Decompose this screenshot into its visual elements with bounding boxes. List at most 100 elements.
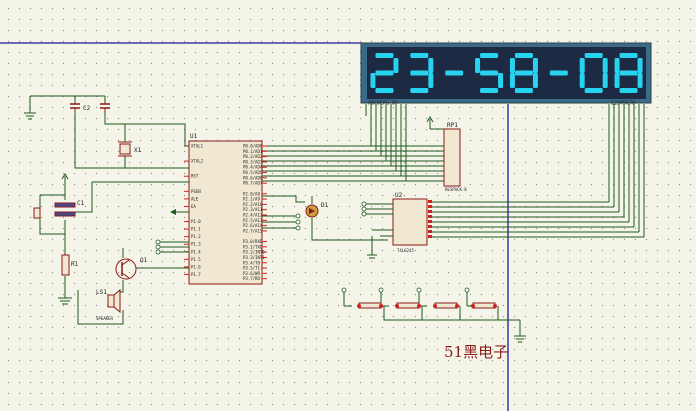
display-segment xyxy=(514,70,533,76)
p2-terminals[interactable] xyxy=(295,213,301,231)
c2-label: C2 xyxy=(83,105,91,112)
u1-pin-label-right: P3.3/INT1 xyxy=(243,255,265,260)
ls1-label: LS1 xyxy=(96,289,107,296)
display-segment xyxy=(410,53,429,58)
q1-label: Q1 xyxy=(140,257,148,264)
display-segment xyxy=(619,70,638,76)
display-segment xyxy=(532,58,538,73)
u1-pin-label-right: P0.1/AD1 xyxy=(243,149,263,154)
rp1-body xyxy=(443,128,461,187)
d1-label: D1 xyxy=(321,202,329,209)
buffer-chip-u2[interactable]: U2 74LS245 xyxy=(392,192,428,253)
u1-pin-label-right: P0.7/AD7 xyxy=(243,181,263,186)
display-digit xyxy=(445,70,464,76)
u1-pin-label-right: P2.5/A13 xyxy=(243,218,263,223)
display-segment xyxy=(370,73,376,88)
resistor-r1[interactable]: R1 xyxy=(61,254,79,276)
speaker-ls1[interactable]: LS1 SPEAKER xyxy=(96,288,121,321)
display-pins-right-label: 12345678 xyxy=(611,101,635,107)
u1-pin-label-right: P3.6/WR xyxy=(243,271,260,276)
u1-pin-label-right: P3.7/RD xyxy=(243,276,260,281)
key-button-1[interactable] xyxy=(357,302,383,309)
display-face xyxy=(367,47,646,99)
display-segment xyxy=(584,88,603,93)
display-segment xyxy=(480,70,499,76)
ls1-part: SPEAKER xyxy=(96,316,113,321)
led-d1[interactable]: D1 xyxy=(305,202,329,218)
u1-pin-label-left: P1.0 xyxy=(191,219,201,224)
display-segment xyxy=(614,58,620,73)
u1-pin-label-left: P1.2 xyxy=(191,234,201,239)
display-segment xyxy=(579,58,585,73)
display-digit xyxy=(614,53,643,93)
display-pins-left-label: ABCDEFG DP xyxy=(368,101,398,107)
u1-pin-label-right: P0.5/AD5 xyxy=(243,170,263,175)
display-segment xyxy=(428,73,434,88)
capacitor-c2[interactable]: C2 xyxy=(70,103,91,112)
display-segment xyxy=(480,53,499,58)
digit-select-wires xyxy=(432,104,645,238)
display-segment xyxy=(475,58,481,73)
display-digit xyxy=(579,53,608,93)
u1-pin-label-right: P2.7/A15 xyxy=(243,228,263,233)
display-digit xyxy=(370,53,399,93)
key-button-4[interactable] xyxy=(471,302,497,309)
u1-pin-label-left: RST xyxy=(191,174,199,179)
display-segment xyxy=(637,73,643,88)
u1-pin-label-right: P0.3/AD3 xyxy=(243,159,263,164)
x1-label: X1 xyxy=(134,147,142,154)
seven-segment-display[interactable]: ABCDEFG DP 12345678 xyxy=(360,42,652,107)
u1-pin-label-left: P1.6 xyxy=(191,264,201,269)
u1-pin-label-right: P0.0/AD0 xyxy=(243,144,263,149)
display-segment xyxy=(375,88,394,93)
capacitor-c1[interactable]: C1 xyxy=(54,200,85,217)
display-segment xyxy=(602,58,608,73)
u2-output-pins xyxy=(428,200,432,238)
display-segment xyxy=(637,58,643,73)
u1-left-pins: XTAL1XTAL2RSTPSENALEEAP1.0P1.1P1.2P1.3P1… xyxy=(184,144,204,277)
display-segment xyxy=(514,88,533,93)
u1-pin-label-right: P2.2/A10 xyxy=(243,202,263,207)
display-segment xyxy=(375,70,394,76)
ground-arrow-icon xyxy=(170,209,176,215)
reset-switch[interactable] xyxy=(33,207,41,219)
u1-pin-label-right: P3.5/T1 xyxy=(243,266,260,271)
key-button-2[interactable] xyxy=(395,302,421,309)
key-button-3[interactable] xyxy=(433,302,459,309)
p1-wires xyxy=(160,211,189,253)
u2-terminals[interactable] xyxy=(361,201,367,217)
u1-pin-label-left: ALE xyxy=(191,196,199,201)
u1-pin-label-left: XTAL2 xyxy=(191,159,204,164)
display-segment xyxy=(428,58,434,73)
resistor-pack-rp1[interactable]: RP1 RESPACK-8 xyxy=(426,116,467,192)
p1-terminals[interactable] xyxy=(155,239,161,255)
capacitor-c3[interactable] xyxy=(100,103,110,112)
u1-pin-label-left: P1.7 xyxy=(191,272,201,277)
rp1-label: RP1 xyxy=(447,122,458,129)
c1-label: C1 xyxy=(77,200,85,207)
display-segment xyxy=(375,53,394,58)
r1-label: R1 xyxy=(71,261,79,268)
u2-label: U2 xyxy=(395,192,403,199)
display-digit xyxy=(549,70,568,76)
display-segment xyxy=(619,53,638,58)
crystal-x1[interactable]: X1 xyxy=(118,141,142,157)
u1-pin-label-left: P1.1 xyxy=(191,227,201,232)
u1-pin-label-right: P2.0/A8 xyxy=(243,191,260,196)
u1-pin-label-left: P1.4 xyxy=(191,249,201,254)
display-segment xyxy=(393,58,399,73)
keypad-terminals[interactable] xyxy=(341,287,470,293)
display-segment xyxy=(410,70,429,76)
transistor-q1[interactable]: Q1 xyxy=(115,257,148,280)
rp1-value: RESPACK-8 xyxy=(445,187,467,192)
display-digit xyxy=(475,53,504,93)
u1-pin-label-right: P3.0/RXD xyxy=(243,239,263,244)
u1-label: U1 xyxy=(190,133,198,140)
u1-pin-label-right: P3.2/INT0 xyxy=(243,250,265,255)
microcontroller-u1[interactable]: U1 XTAL1XTAL2RSTPSENALEEAP1.0P1.1P1.2P1.… xyxy=(184,133,267,285)
vcc-arrow-icon xyxy=(426,116,434,123)
u1-pin-label-left: P1.3 xyxy=(191,242,201,247)
u1-right-pins: P0.0/AD0P0.1/AD1P0.2/AD2P0.3/AD3P0.4/AD4… xyxy=(243,144,267,281)
